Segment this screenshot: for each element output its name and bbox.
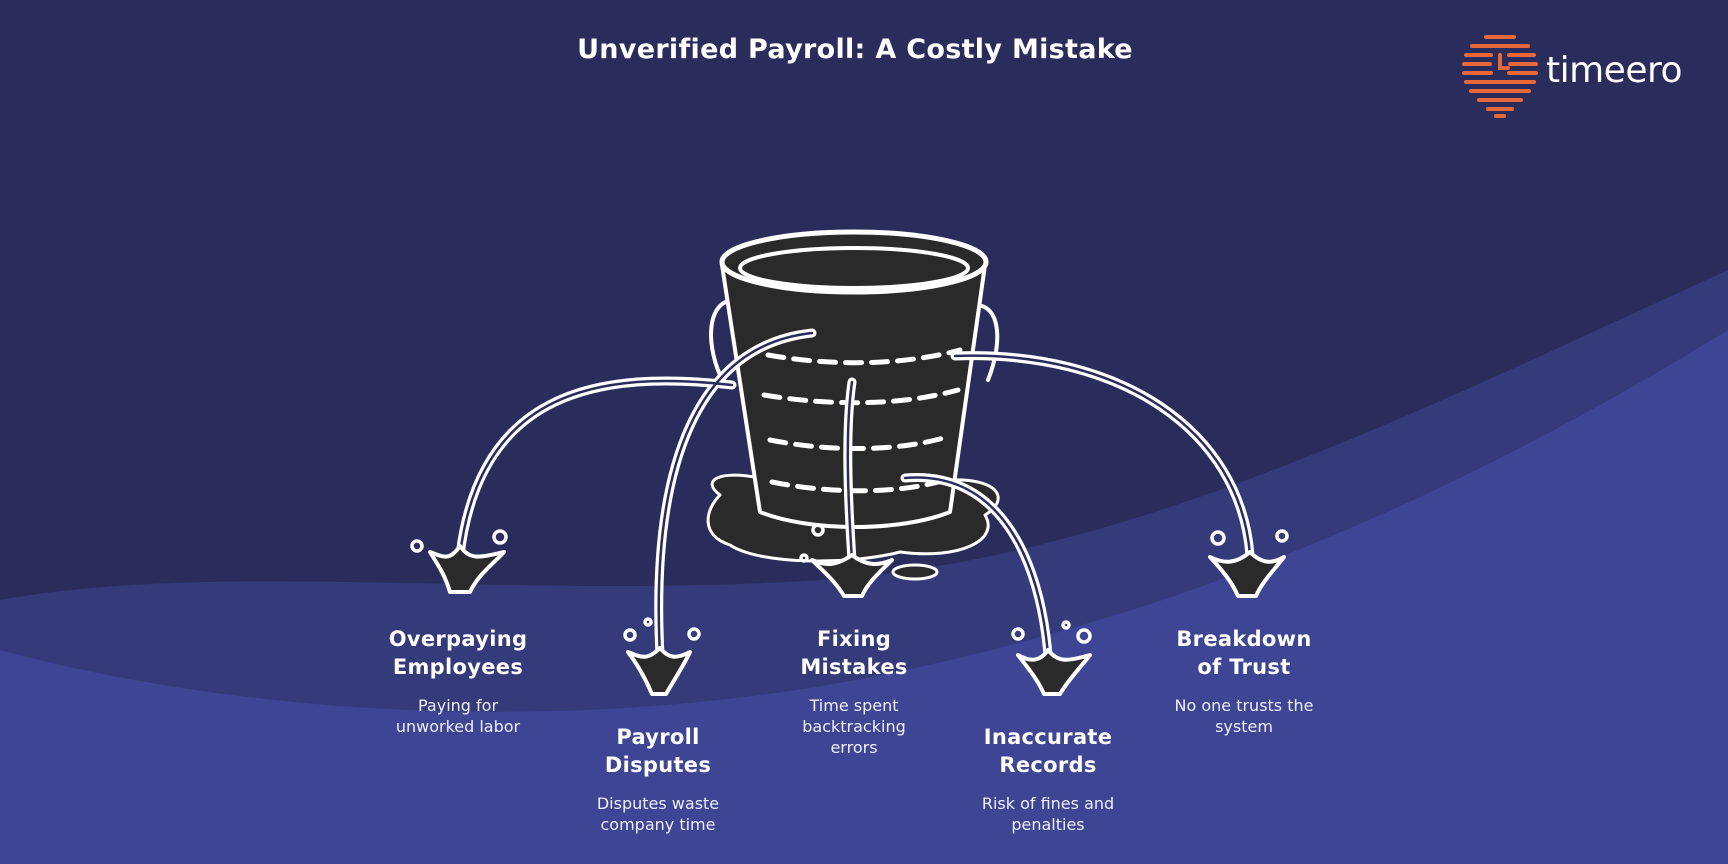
splash-fixing	[810, 553, 894, 598]
item-overpaying-employees: Overpaying Employees Paying for unworked…	[343, 625, 573, 737]
item-breakdown-of-trust: Breakdown of Trust No one trusts the sys…	[1129, 625, 1359, 737]
bucket-band	[769, 477, 948, 494]
item-title: Payroll Disputes	[604, 725, 712, 777]
item-fixing-mistakes: Fixing Mistakes Time spent backtracking …	[739, 625, 969, 758]
splash-records	[1016, 648, 1092, 696]
item-title: Inaccurate Records	[983, 725, 1113, 777]
item-inaccurate-records: Inaccurate Records Risk of fines and pen…	[933, 723, 1163, 835]
item-description: Paying for unworked labor	[395, 696, 521, 736]
clock-pin-icon	[1462, 35, 1538, 118]
bucket-band	[767, 433, 953, 452]
item-title: Overpaying Employees	[388, 627, 528, 679]
splash-disputes	[626, 646, 692, 696]
bucket-band	[761, 387, 961, 406]
splashes	[428, 544, 1286, 696]
brand-name: timeero	[1546, 50, 1683, 91]
leak-stream-cores	[458, 331, 1252, 657]
item-description: No one trusts the system	[1174, 696, 1314, 736]
puddle-drop	[891, 563, 939, 581]
background-wave-front	[0, 330, 1728, 864]
leak-stream-overpaying	[455, 376, 737, 560]
item-description: Risk of fines and penalties	[981, 794, 1115, 834]
splash-droplets	[410, 523, 1289, 644]
bucket-handle-right	[973, 303, 1000, 382]
item-description: Time spent backtracking errors	[802, 696, 906, 757]
item-title: Breakdown of Trust	[1176, 627, 1312, 679]
leak-stream-trust	[950, 351, 1255, 560]
item-title: Fixing Mistakes	[800, 627, 908, 679]
bucket-rim-inner	[738, 246, 970, 290]
brand-logo[interactable]: timeero	[1462, 34, 1683, 120]
item-description: Disputes waste company time	[596, 794, 720, 834]
splash-trust	[1208, 550, 1286, 598]
splash-overpaying	[428, 544, 506, 594]
bucket-band	[765, 347, 963, 366]
page-title: Unverified Payroll: A Costly Mistake	[577, 34, 1133, 65]
item-payroll-disputes: Payroll Disputes Disputes waste company …	[543, 723, 773, 835]
